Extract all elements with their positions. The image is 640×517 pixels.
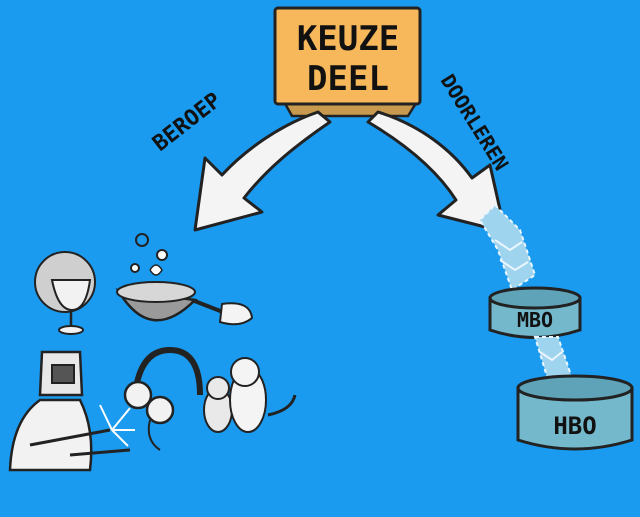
pets-icon: [203, 357, 297, 433]
hbo-label: HBO: [553, 412, 596, 440]
keuzedeel-box: KEUZE DEEL: [273, 6, 422, 118]
mbo-container: MBO: [488, 286, 582, 339]
path-to-hbo: [533, 336, 574, 382]
path-to-mbo: [478, 203, 537, 292]
cooking-pan-icon: [115, 233, 254, 326]
mbo-label: MBO: [517, 308, 553, 332]
box-title-line2: DEEL: [307, 59, 389, 99]
arrow-doorleren: [366, 110, 507, 234]
wine-glass-icon: [34, 251, 96, 335]
arrow-beroep: [193, 110, 332, 232]
headphones-icon: [123, 346, 203, 451]
box-front: [273, 6, 422, 106]
box-title-line1: KEUZE: [297, 19, 399, 59]
welder-icon: [8, 350, 135, 472]
hbo-container: HBO: [516, 374, 634, 451]
label-beroep: BEROEP: [148, 88, 226, 157]
